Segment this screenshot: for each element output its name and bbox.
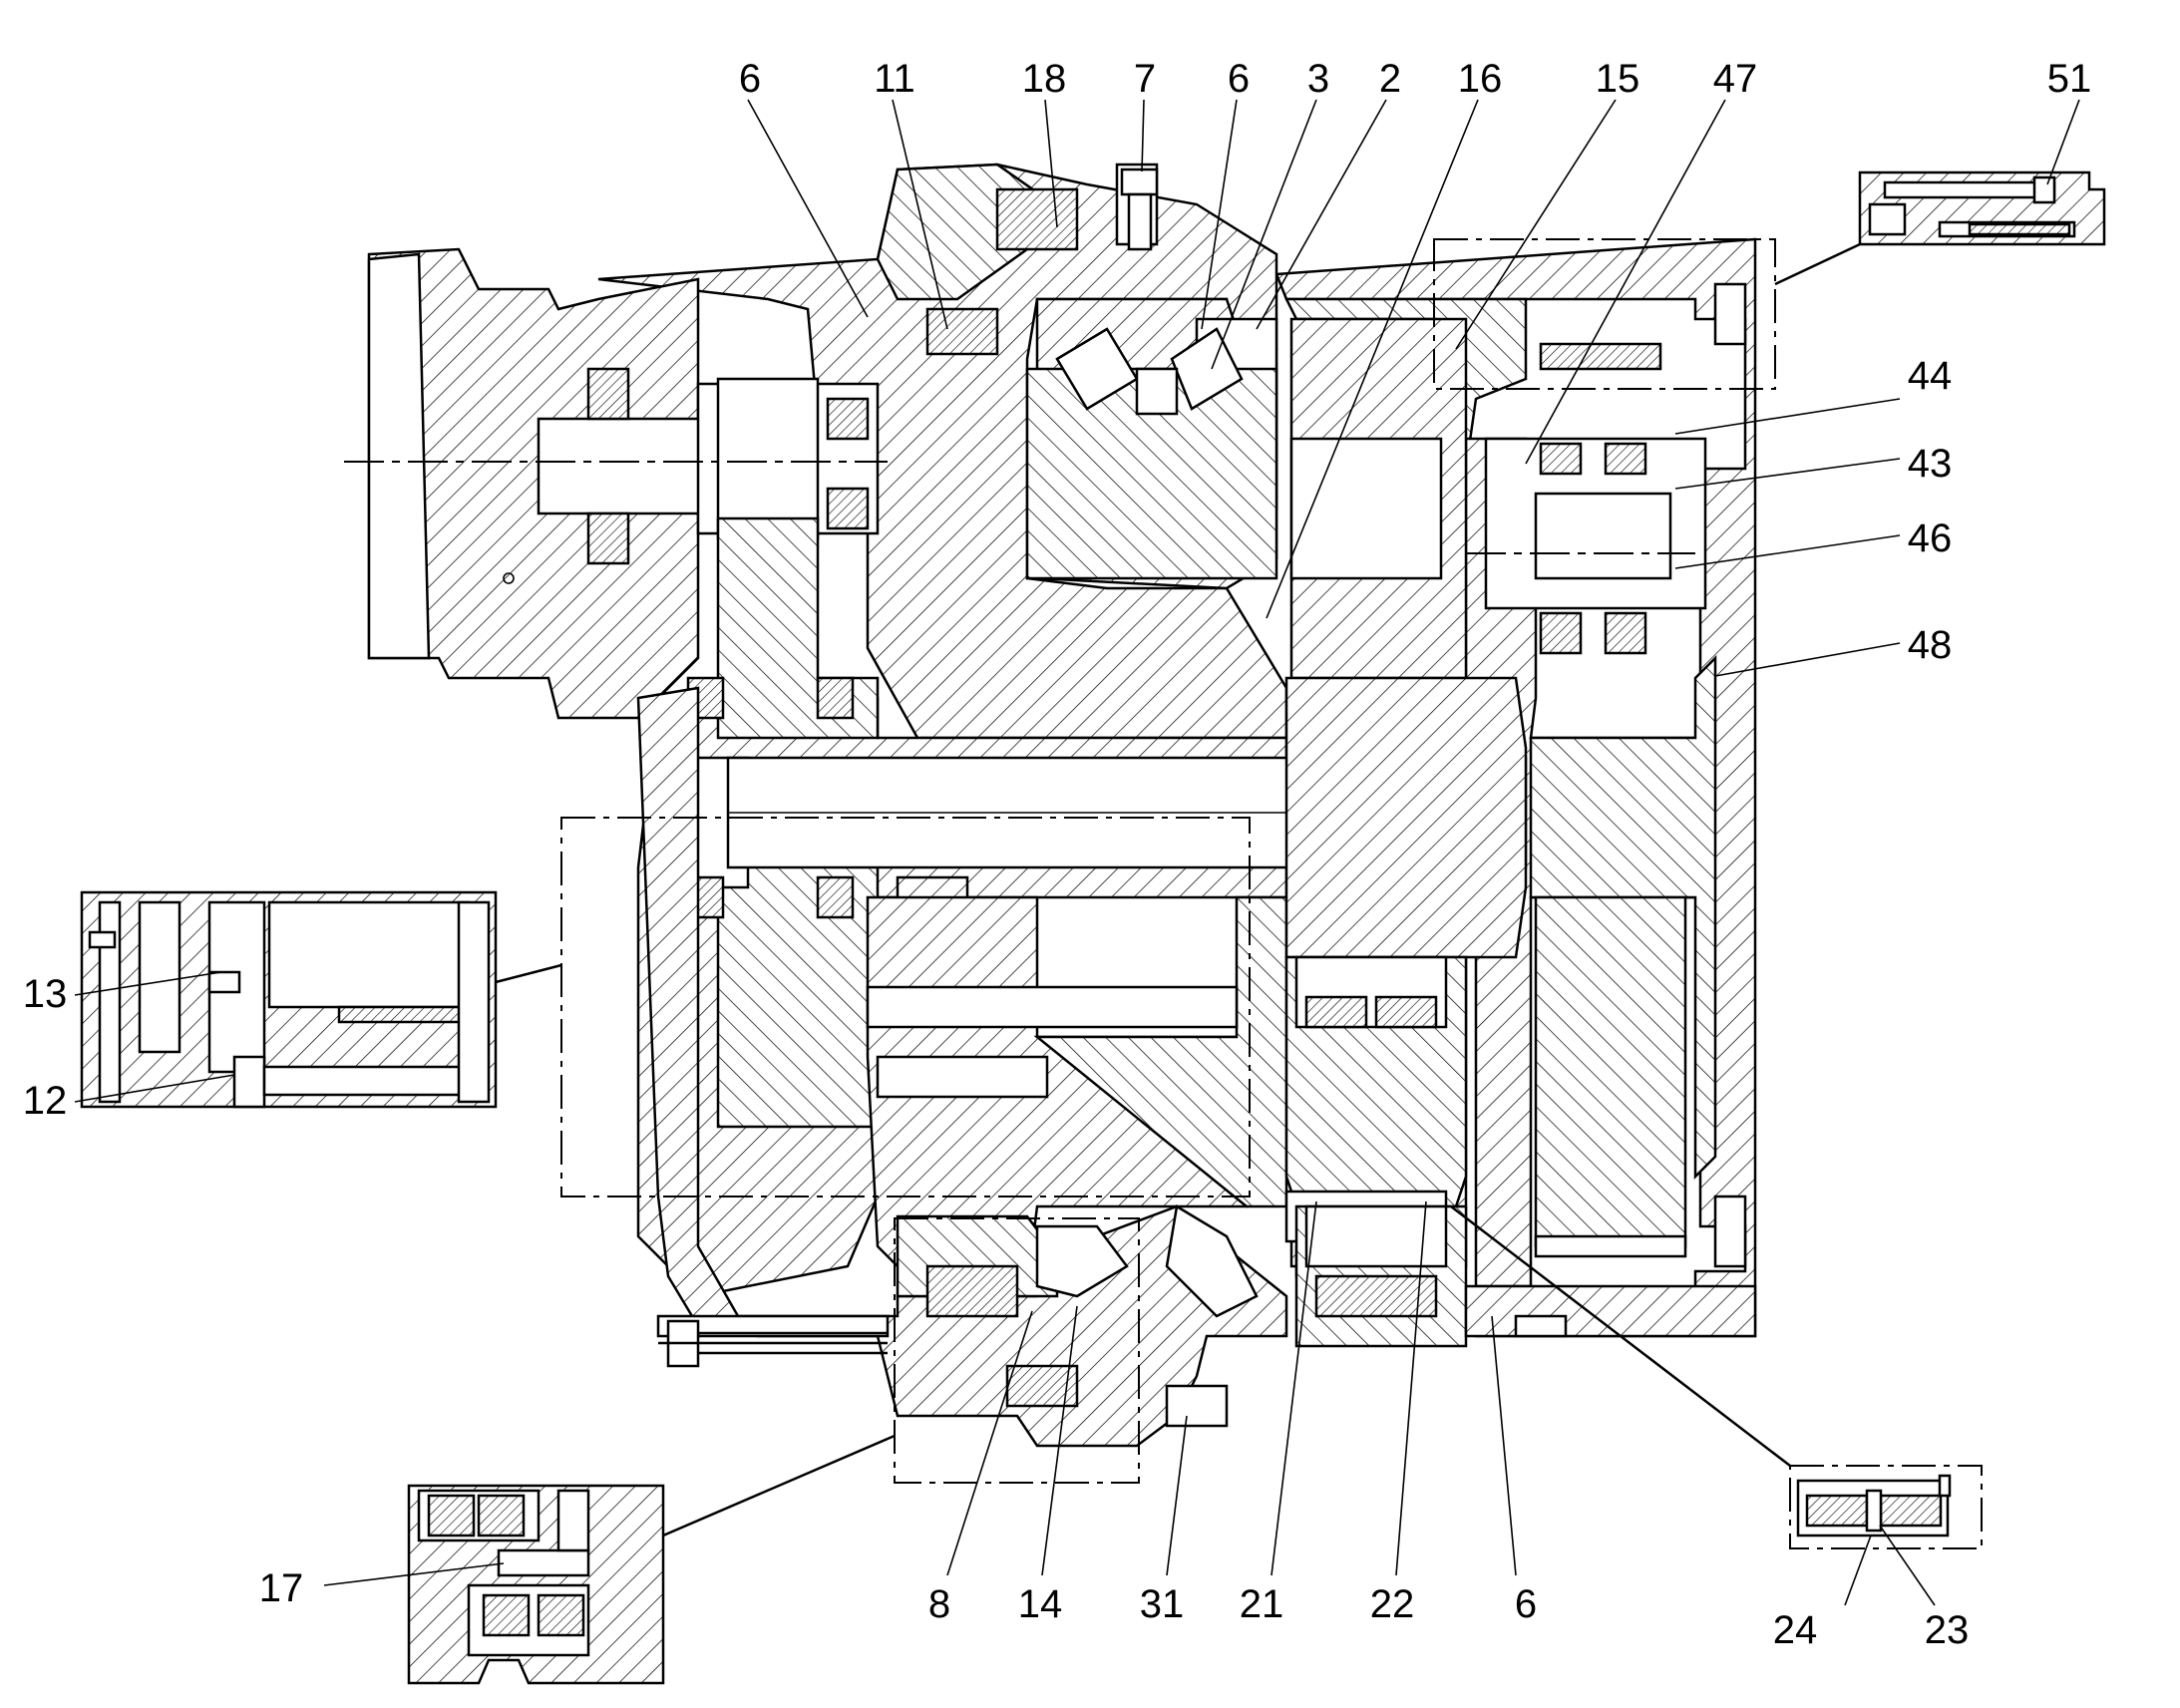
output-bearing-lower	[1294, 1204, 1757, 1348]
gear-shaft-assembly	[636, 516, 1528, 1298]
callout-3: 3	[1307, 57, 1329, 101]
callout-24: 24	[1773, 1608, 1818, 1652]
callout-51: 51	[2047, 57, 2092, 101]
callout-13: 13	[23, 972, 68, 1016]
callout-7: 7	[1134, 57, 1156, 101]
callout-labels: 6 11 18 7 6 3 2 16 15 47 51 44 43 46 48 …	[23, 57, 2092, 1652]
callout-11: 11	[874, 57, 915, 101]
bottom-housing	[636, 686, 1288, 1448]
callout-14: 14	[1018, 1582, 1063, 1626]
callout-46: 46	[1908, 516, 1953, 560]
callout-6-top-mid: 6	[1228, 57, 1250, 101]
detail-13-12	[80, 817, 1251, 1197]
bolt-lower-left	[658, 1319, 888, 1368]
callout-44: 44	[1908, 354, 1953, 398]
callout-48: 48	[1908, 623, 1953, 667]
callout-17: 17	[259, 1566, 304, 1610]
planet-gear-top	[1466, 342, 1707, 655]
callout-8: 8	[928, 1582, 950, 1626]
callout-6-bottom: 6	[1515, 1582, 1537, 1626]
callout-43: 43	[1908, 442, 1953, 486]
leader-lines	[74, 99, 2080, 1606]
tapered-bearing-top	[925, 163, 1244, 416]
bolt-top	[1120, 168, 1159, 251]
detail-51	[1433, 171, 2106, 390]
callout-23: 23	[1925, 1608, 1970, 1652]
callout-31: 31	[1140, 1582, 1185, 1626]
callout-22: 22	[1370, 1582, 1415, 1626]
input-housing	[344, 247, 888, 720]
callout-16: 16	[1458, 57, 1503, 101]
detail-24-23	[1450, 1205, 1983, 1549]
callout-18: 18	[1022, 57, 1067, 101]
callout-15: 15	[1596, 57, 1640, 101]
detail-17	[407, 1217, 1140, 1685]
callout-2: 2	[1379, 57, 1401, 101]
callout-47: 47	[1713, 57, 1758, 101]
callout-12: 12	[23, 1079, 68, 1123]
callout-21: 21	[1240, 1582, 1284, 1626]
callout-6-top-left: 6	[739, 57, 761, 101]
